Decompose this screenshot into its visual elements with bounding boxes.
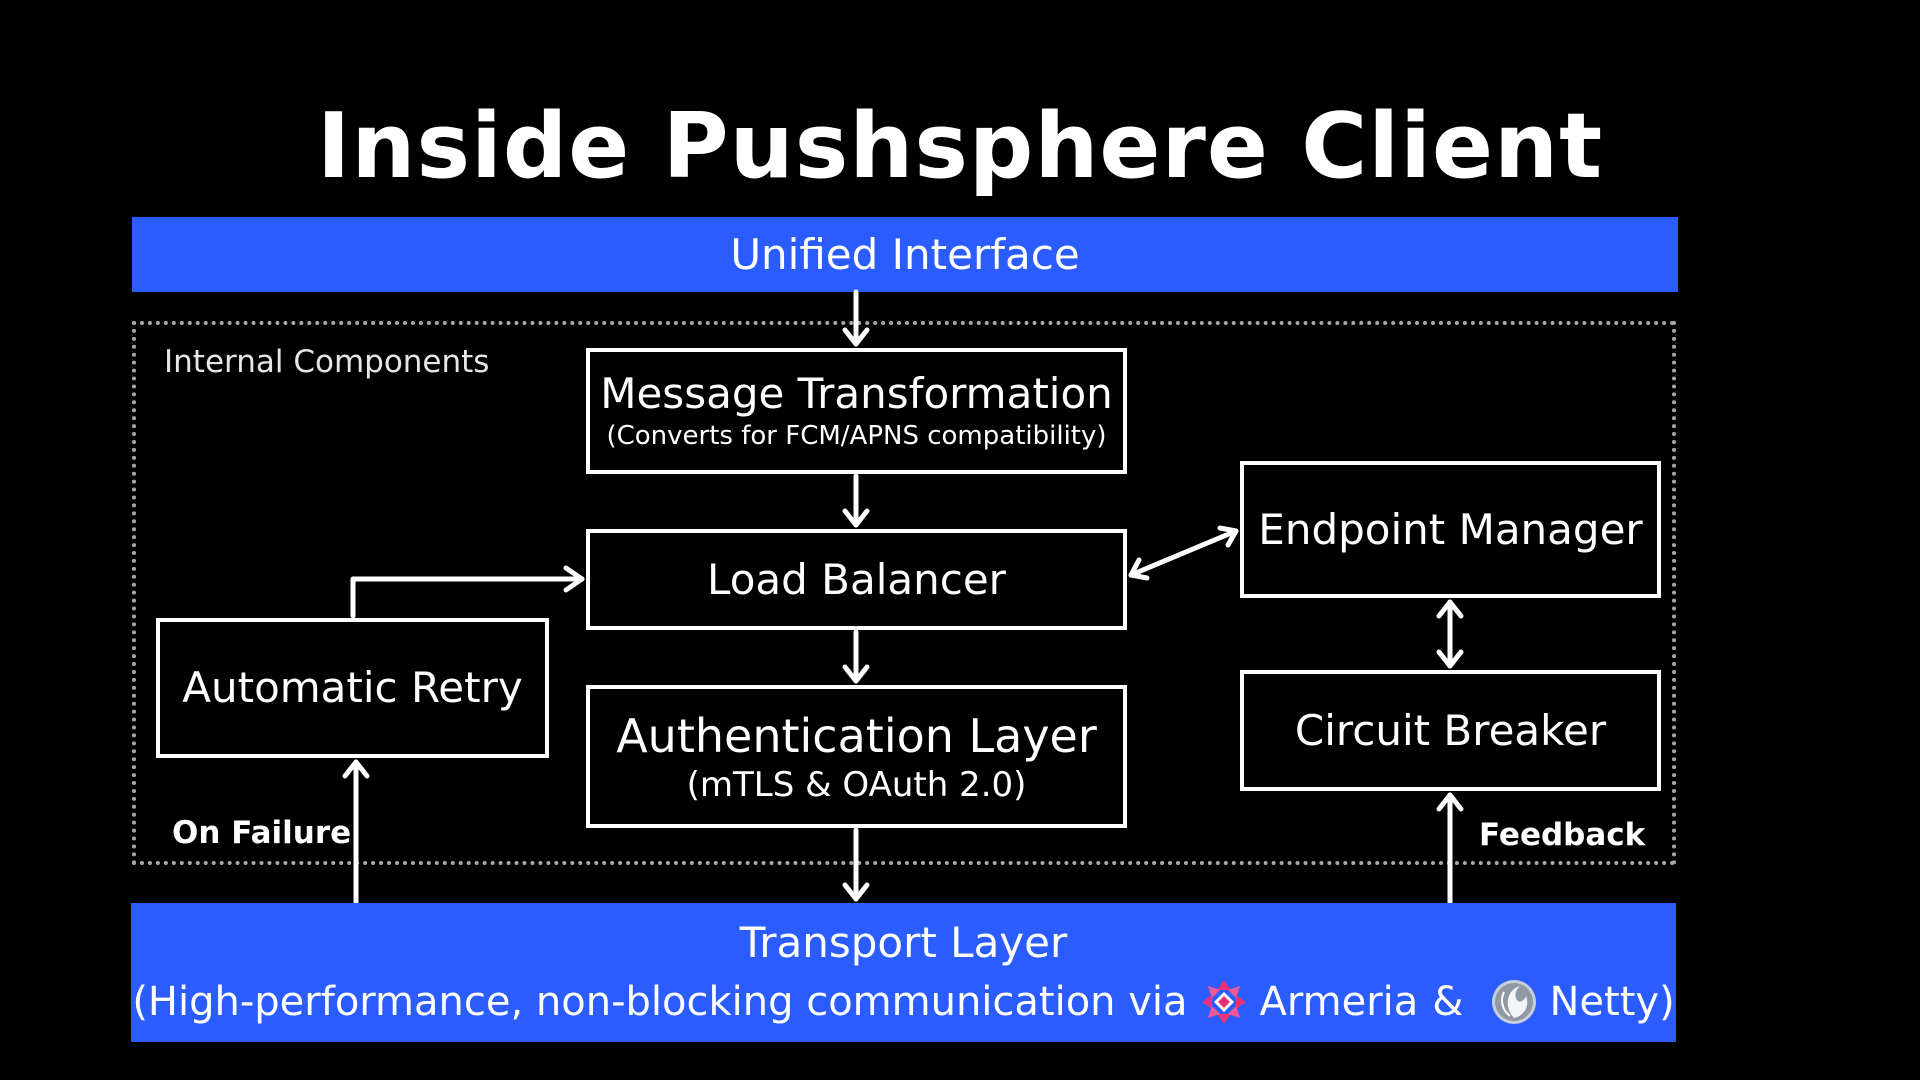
- node-title: Automatic Retry: [182, 663, 523, 712]
- connector-ampersand: &: [1432, 979, 1464, 1025]
- internal-components-group: [132, 321, 1676, 865]
- arrow-transport-to-retry: [342, 759, 370, 906]
- arrow-interface-to-transformation: [842, 289, 870, 347]
- arrow-transport-to-circuitbreaker: [1436, 792, 1464, 906]
- node-title: Load Balancer: [707, 554, 1006, 604]
- library-netty: Netty): [1549, 979, 1675, 1025]
- transport-layer-band: Transport Layer (High-performance, non-b…: [131, 903, 1676, 1042]
- page-title: Inside Pushsphere Client: [316, 94, 1604, 199]
- feedback-label: Feedback: [1479, 817, 1646, 853]
- circuit-breaker-node: Circuit Breaker: [1240, 670, 1661, 791]
- load-balancer-node: Load Balancer: [586, 529, 1127, 630]
- on-failure-label: On Failure: [172, 815, 352, 851]
- unified-interface-band: Unified Interface: [132, 217, 1678, 292]
- node-subtitle: (Converts for FCM/APNS compatibility): [606, 421, 1107, 451]
- automatic-retry-node: Automatic Retry: [156, 618, 549, 758]
- group-label: Internal Components: [164, 344, 490, 380]
- node-title: Message Transformation: [600, 369, 1113, 418]
- arrow-loadbalancer-to-authentication: [842, 629, 870, 684]
- endpoint-manager-node: Endpoint Manager: [1240, 461, 1661, 598]
- transport-layer-description: (High-performance, non-blocking communic…: [131, 978, 1676, 1026]
- message-transformation-node: Message Transformation (Converts for FCM…: [586, 348, 1127, 474]
- transport-layer-title: Transport Layer: [739, 918, 1068, 967]
- arrow-endpoint-circuit-bidirectional: [1436, 599, 1464, 669]
- node-title: Authentication Layer: [616, 708, 1097, 763]
- arrow-transformation-to-loadbalancer: [842, 473, 870, 528]
- library-armeria: Armeria: [1259, 979, 1419, 1025]
- node-subtitle: (mTLS & OAuth 2.0): [686, 764, 1027, 805]
- arrow-retry-to-loadbalancer: [350, 565, 585, 619]
- node-title: Endpoint Manager: [1258, 504, 1643, 554]
- arrow-authentication-to-transport: [842, 827, 870, 902]
- authentication-layer-node: Authentication Layer (mTLS & OAuth 2.0): [586, 685, 1127, 828]
- node-title: Circuit Breaker: [1294, 705, 1607, 755]
- arrow-loadbalancer-endpoint-bidirectional: [1128, 525, 1239, 581]
- armeria-logo-icon: [1200, 978, 1248, 1026]
- description-prefix: (High-performance, non-blocking communic…: [132, 979, 1188, 1025]
- netty-logo-icon: [1490, 978, 1538, 1026]
